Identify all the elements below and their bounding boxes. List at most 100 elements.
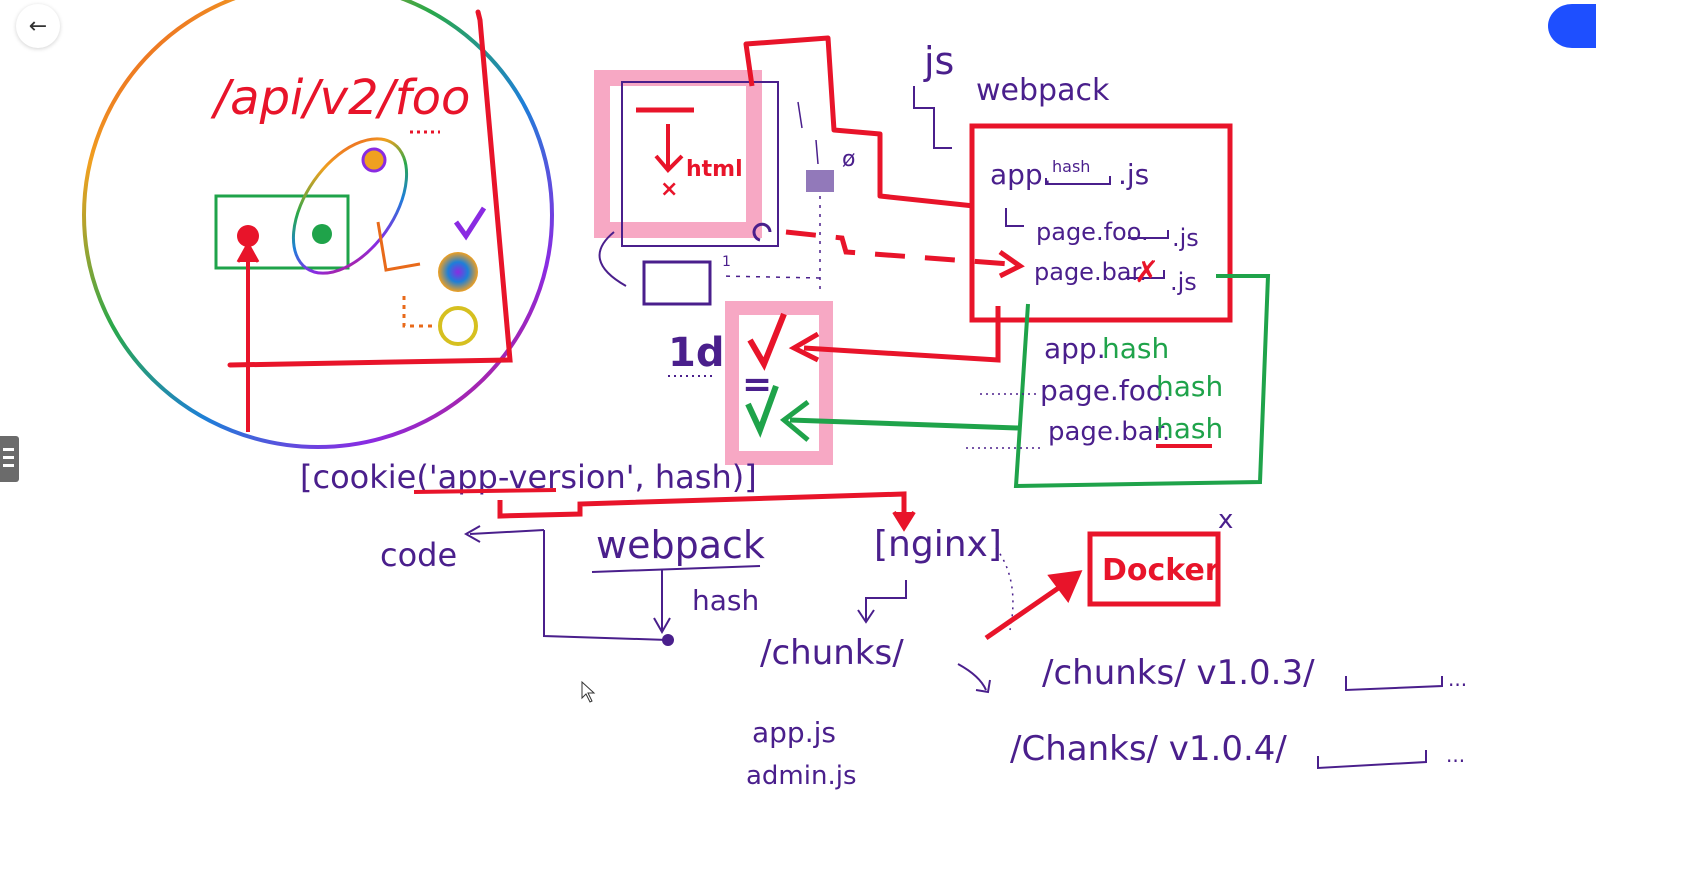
api-cluster: /api/v2/foo	[82, 0, 554, 449]
html-x-mark: ×	[660, 177, 678, 202]
chunks-v103-ellipsis: ...	[1448, 667, 1467, 691]
chunks-v104-blank	[1317, 750, 1427, 770]
nginx-label: [nginx]	[874, 524, 1002, 565]
null-symbol: ø	[842, 147, 855, 172]
green-back-arrow	[789, 417, 1019, 431]
nginx-down-arrow	[857, 580, 907, 624]
app-js-label: app.js	[752, 716, 836, 749]
green-back-arrowhead	[779, 400, 810, 442]
side-panel-toggle[interactable]	[0, 436, 19, 482]
red-docker-arrow	[984, 577, 1072, 641]
chunks-v103-label: /chunks/ v1.0.3/	[1042, 653, 1315, 693]
webpack-top-label: webpack	[976, 73, 1110, 108]
dotted-orange-arrow	[402, 296, 432, 328]
hash-app-prefix: app.	[1044, 332, 1106, 365]
html-label: html	[686, 157, 743, 182]
menu-line-2	[3, 456, 14, 459]
rainbow-oval	[291, 137, 409, 275]
bundle-bar-suffix: .js	[1170, 268, 1197, 296]
red-docker-arrowhead	[1047, 570, 1083, 603]
refresh-icon	[752, 222, 772, 242]
cookie-cluster: [cookie('app-version', hash)] code webpa…	[300, 458, 916, 646]
red-back-arrow	[803, 306, 1001, 363]
red-check-icon	[747, 312, 787, 371]
webpack-underline	[591, 565, 761, 573]
bundle-foo-blank	[1128, 230, 1169, 239]
js-label: js	[923, 39, 954, 83]
pink-html-frame	[594, 70, 762, 238]
orange-dot-icon	[361, 147, 387, 173]
bundle-bar-blank	[1126, 270, 1165, 279]
hash-bar-hash: hash	[1156, 412, 1223, 445]
chunks-v104-ellipsis: ...	[1446, 743, 1465, 767]
hash-label: hash	[692, 584, 759, 617]
webpack-hash-arrow	[653, 570, 671, 635]
code-label: code	[380, 536, 457, 574]
one-d-label: 1d	[668, 330, 724, 376]
equals-sign: =	[742, 364, 772, 405]
bundle-app-suffix: .js	[1118, 158, 1149, 191]
cookie-to-nginx-arrow	[497, 491, 907, 524]
hash-manifest: app. hash page.foo. hash page.bar. hash	[966, 274, 1271, 489]
bundle-foo-suffix: .js	[1172, 224, 1199, 252]
hash-dot	[662, 634, 674, 646]
red-dashed-arrow	[785, 229, 1011, 267]
cookie-underline	[413, 488, 557, 494]
deploy-cluster: [nginx] Docker x /chunks/ /chunks/ v1.0.…	[746, 505, 1467, 791]
hash-foo-prefix: page.foo.	[1040, 374, 1171, 407]
server-frame	[227, 9, 513, 368]
check-column: =	[725, 301, 1019, 465]
api-path-label: /api/v2/foo	[210, 70, 470, 126]
red-back-arrowhead	[788, 331, 820, 363]
hash-foo-hash: hash	[1156, 370, 1223, 403]
arrow-left-icon: ←	[28, 13, 48, 39]
curved-left-arrow	[598, 231, 627, 287]
red-user-icon	[237, 225, 259, 247]
rainbow-dot-icon	[438, 252, 478, 292]
oval-to-check-arrow	[376, 221, 421, 272]
pink-check-frame	[725, 301, 833, 465]
html-down-arrow	[654, 124, 684, 173]
bundle-cluster: js webpack app. hash .js page.foo. .js p…	[913, 39, 1233, 323]
client-box	[214, 194, 350, 270]
arrow-index-label: 1	[722, 254, 731, 270]
webpack-bottom-label: webpack	[596, 523, 765, 567]
browser-window	[621, 81, 779, 247]
back-button[interactable]: ←	[16, 4, 60, 48]
red-user-body	[236, 240, 260, 263]
rainbow-circle	[82, 0, 554, 449]
menu-line-1	[3, 448, 14, 451]
small-browser-box	[642, 260, 712, 306]
chunks-v104-label: /Chanks/ v1.0.4/	[1010, 729, 1287, 769]
user-avatar-button[interactable]	[1548, 4, 1596, 48]
hash-bar-prefix: page.bar.	[1048, 417, 1170, 447]
nginx-dotted-line	[995, 547, 1014, 631]
chunks-v103-blank	[1345, 676, 1443, 692]
code-bracket	[543, 530, 669, 641]
bundle-app-prefix: app.	[990, 158, 1052, 191]
bundle-page-foo: page.foo.	[1036, 218, 1149, 246]
yellow-ring-icon	[438, 306, 478, 346]
bundle-box	[969, 123, 1233, 323]
js-branch-arrow	[913, 86, 952, 149]
menu-line-3	[3, 464, 14, 467]
html-cluster: html × 1 ø 1d	[594, 70, 855, 377]
bundle-app-hash: hash	[1052, 157, 1090, 176]
bundle-branch	[1005, 208, 1024, 227]
green-check-icon	[745, 384, 779, 438]
hatched-block-icon	[806, 170, 834, 192]
chunks-arrow	[957, 663, 991, 694]
red-connector-top	[743, 35, 975, 209]
nginx-arrowhead	[892, 510, 916, 532]
hash-app-hash: hash	[1102, 332, 1169, 365]
green-face-icon	[312, 224, 332, 244]
docker-box	[1087, 531, 1221, 607]
admin-js-label: admin.js	[746, 761, 857, 791]
code-arrow	[463, 525, 545, 543]
checkmark-purple-icon	[453, 206, 487, 241]
docker-x-mark: x	[1218, 505, 1233, 535]
mouse-cursor-icon	[581, 680, 596, 703]
chunks-label: /chunks/	[760, 633, 904, 673]
bundle-page-bar: page.bar.	[1034, 258, 1147, 286]
